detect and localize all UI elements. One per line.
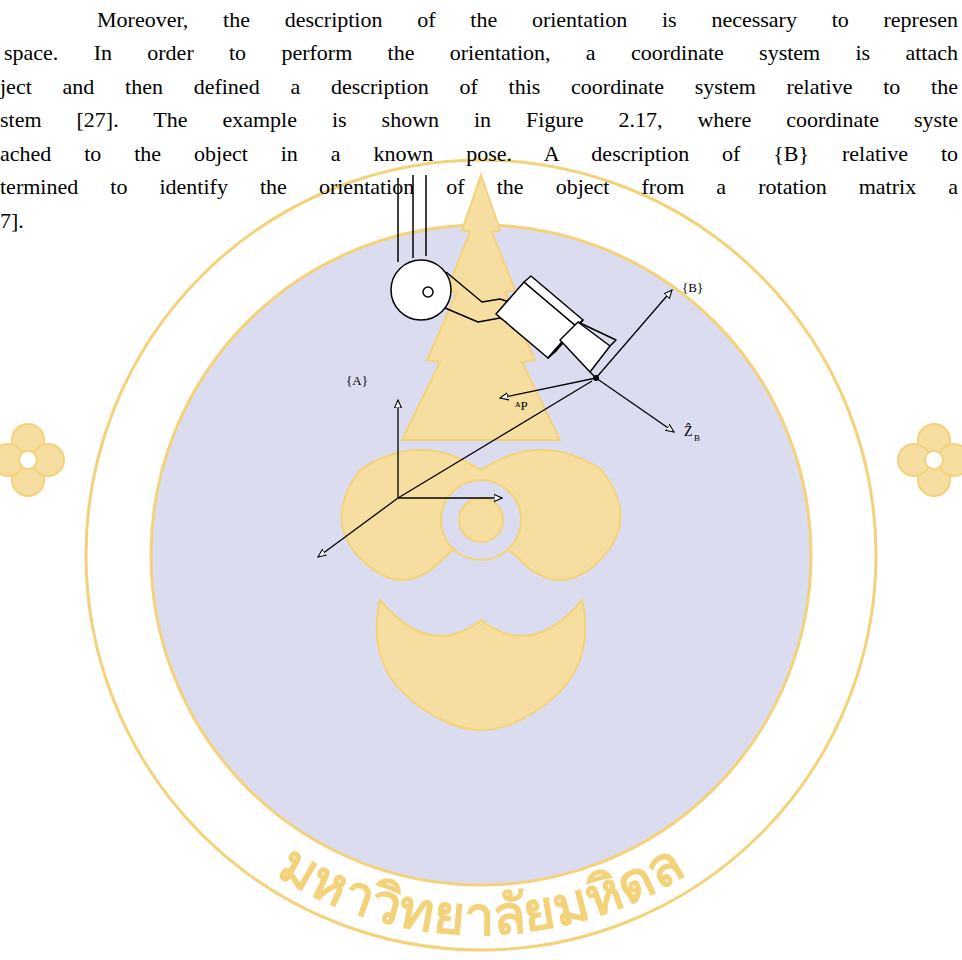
text-line-wrap: Moreover, the description of the orienta… bbox=[97, 3, 958, 36]
paragraph-line: termined to identify the orientation of … bbox=[0, 170, 958, 203]
paragraph-line: stem [27]. The example is shown in Figur… bbox=[0, 103, 958, 136]
position-vector bbox=[398, 381, 592, 498]
text-line-wrap: space. In order to perform the orientati… bbox=[4, 36, 958, 69]
paragraph-line: 7]. bbox=[0, 204, 24, 237]
axis-label: Ẑ bbox=[684, 424, 693, 440]
text-line-wrap: ached to the object in a known pose. A d… bbox=[0, 137, 958, 170]
text-line-wrap: ject and then defined a description of t… bbox=[0, 70, 958, 103]
figure-label-wrap: ᴬP bbox=[515, 398, 528, 413]
watermark-emblem bbox=[341, 175, 620, 730]
text-line-wrap: termined to identify the orientation of … bbox=[0, 170, 958, 203]
figure-label-wrap: Ẑ bbox=[684, 424, 693, 440]
paragraph-line: space. In order to perform the orientati… bbox=[4, 36, 958, 69]
vector-label: ᴬP bbox=[515, 398, 528, 413]
watermark-flower bbox=[0, 424, 64, 496]
figure-label-wrap: {B} bbox=[682, 280, 703, 295]
frame-label: {B} bbox=[682, 280, 703, 295]
frame-label: {A} bbox=[346, 373, 368, 388]
watermark-flower bbox=[898, 424, 962, 496]
text-line-wrap: stem [27]. The example is shown in Figur… bbox=[0, 103, 958, 136]
figure-label-wrap: {A} bbox=[346, 373, 368, 388]
paragraph-line: ached to the object in a known pose. A d… bbox=[0, 137, 958, 170]
text-line-wrap: 7]. bbox=[0, 204, 24, 237]
frame-a-axes bbox=[318, 400, 502, 557]
paragraph-line: ject and then defined a description of t… bbox=[0, 70, 958, 103]
paragraph-line: Moreover, the description of the orienta… bbox=[97, 3, 958, 36]
axis-subscript: B bbox=[694, 433, 700, 444]
watermark-text: มหาวิทยาลัยมหิดล bbox=[268, 831, 693, 948]
figure-label-wrap: B bbox=[694, 433, 700, 444]
watermark-ring bbox=[86, 160, 876, 950]
gripper-drawing bbox=[391, 175, 616, 376]
